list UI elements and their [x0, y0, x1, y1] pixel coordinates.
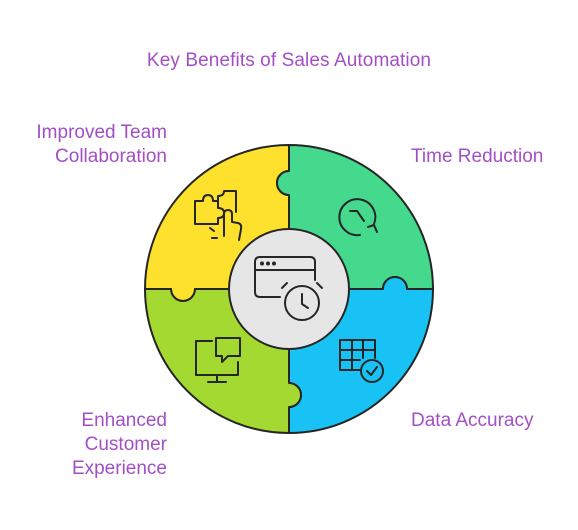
- clock-arrow-icon: [338, 198, 378, 237]
- label-enhanced-customer-experience: Enhanced Customer Experience: [71, 410, 167, 479]
- label-time-reduction: Time Reduction: [411, 146, 544, 167]
- diagram-title: Key Benefits of Sales Automation: [146, 50, 432, 71]
- monitor-chat-icon: [195, 337, 241, 383]
- browser-clock-icon: [254, 256, 323, 321]
- puzzle-hand-icon: [194, 190, 243, 241]
- table-check-icon: [339, 339, 384, 383]
- center-circle: [228, 228, 350, 350]
- label-data-accuracy: Data Accuracy: [411, 410, 534, 431]
- label-improved-team-collaboration: Improved Team Collaboration: [36, 122, 167, 167]
